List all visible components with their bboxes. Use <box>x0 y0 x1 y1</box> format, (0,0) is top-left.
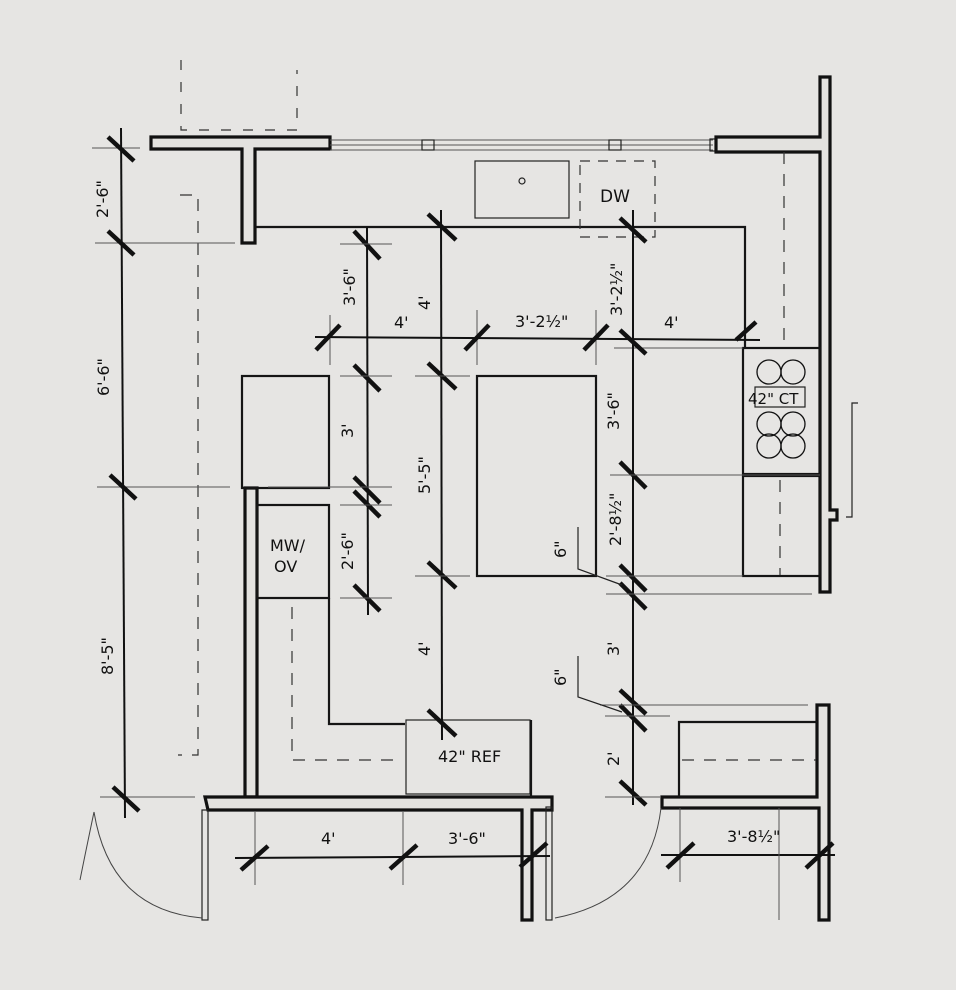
dim-center-bottom: 4' <box>415 641 434 656</box>
dimension-labels: 2'-6" 6'-6" 8'-5" 4' 3'-2½" 4' 3'-6" 3' … <box>93 180 780 848</box>
dim-right-upper: 3'-6" <box>604 392 623 430</box>
top-right-wall <box>714 75 839 594</box>
left-interior-wall <box>243 486 259 799</box>
cooktop-cabinet <box>741 346 822 476</box>
dim-bottom-left: 4' <box>321 829 336 848</box>
dim-center-middle: 5'-5" <box>415 456 434 494</box>
cooktop-burners <box>754 359 806 459</box>
dim-bottom-right: 3'-8½" <box>727 827 780 846</box>
left-tall-cabinet <box>240 374 331 490</box>
top-left-wall <box>149 135 332 245</box>
dim-center-top: 4' <box>415 295 434 310</box>
right-door-swing <box>554 807 662 919</box>
left-dashed-cabinet <box>178 194 199 756</box>
cabinets <box>178 60 822 797</box>
top-window <box>330 138 717 152</box>
right-window-jamb <box>846 402 858 518</box>
dim-right-bottom: 2' <box>604 751 623 766</box>
dim-bottom-middle: 3'-6" <box>448 829 486 848</box>
dim-offset-upper: 6" <box>551 540 570 558</box>
left-door-jamb <box>201 809 209 921</box>
dim-right-middle: 2'-8½" <box>606 493 625 546</box>
dishwasher-outline <box>579 160 656 238</box>
dishwasher-label: DW <box>600 187 630 207</box>
dim-left-aisle: 4' <box>394 313 409 332</box>
dim-left-bottom: 8'-5" <box>98 637 117 675</box>
dimension-lines <box>92 127 835 920</box>
dim-left-chain-top: 3'-6" <box>340 268 359 306</box>
left-counter <box>327 598 405 726</box>
dim-right-top: 3'-2½" <box>607 263 626 316</box>
dim-left-chain-middle: 3' <box>338 423 357 438</box>
refrigerator-label: 42" REF <box>438 747 501 766</box>
mw-ov-cabinet <box>255 503 331 600</box>
sink <box>474 160 570 219</box>
dim-island-width: 3'-2½" <box>515 312 568 331</box>
microwave-oven-label-2: OV <box>274 557 297 576</box>
dim-left-middle: 6'-6" <box>94 358 113 396</box>
island <box>475 374 598 578</box>
bottom-right-cabinet <box>677 720 817 797</box>
walls <box>79 75 858 922</box>
cooktop-label: 42" CT <box>748 390 799 408</box>
faucet-icon <box>518 177 526 185</box>
bottom-wall <box>202 795 554 922</box>
bottom-right-wall <box>660 703 831 922</box>
dim-left-chain-lower: 2'-6" <box>338 532 357 570</box>
left-door-swing-2 <box>79 811 95 881</box>
dim-right-lower: 3' <box>604 641 623 656</box>
top-counter-front <box>256 225 747 348</box>
dim-right-aisle: 4' <box>664 313 679 332</box>
appliance-labels: DW 42" CT MW/ OV 42" REF <box>270 187 799 766</box>
left-counter-dash <box>291 607 403 761</box>
dim-offset-lower: 6" <box>551 668 570 686</box>
dim-left-top: 2'-6" <box>93 180 112 218</box>
right-lower-cabinet <box>741 474 822 578</box>
middle-door-jamb <box>545 806 553 921</box>
microwave-oven-label-1: MW/ <box>270 536 306 555</box>
left-door-swing <box>93 811 203 919</box>
